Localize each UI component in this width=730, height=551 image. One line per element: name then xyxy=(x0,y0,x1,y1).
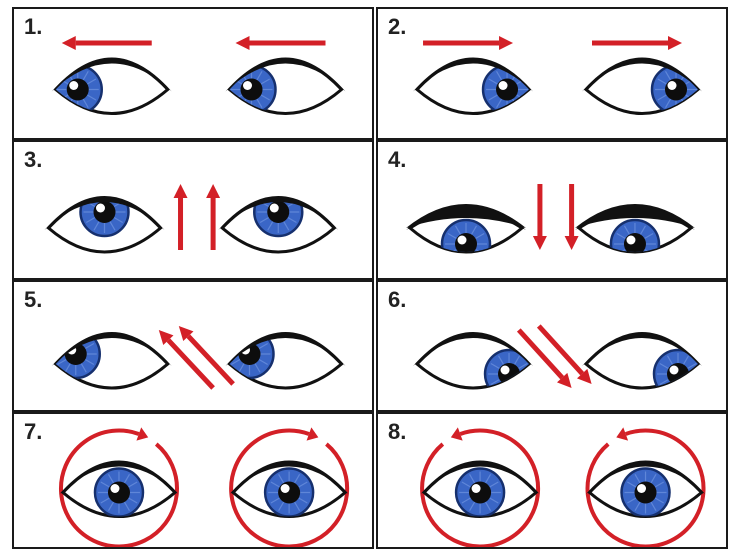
highlight xyxy=(96,204,105,213)
exercise-number: 2. xyxy=(388,16,406,38)
exercise-panel-6: 6. xyxy=(376,280,728,412)
pupil xyxy=(267,201,289,223)
exercise-number: 1. xyxy=(24,16,42,38)
exercise-panel-4: 4. xyxy=(376,140,728,280)
pupil xyxy=(241,79,263,101)
eye-icon xyxy=(582,58,702,114)
arrow-down-icon xyxy=(565,184,579,250)
eye-icon xyxy=(52,330,172,388)
exercise-number: 5. xyxy=(24,289,42,311)
exercise-illustration xyxy=(14,414,374,549)
arrow-down-icon xyxy=(533,184,547,250)
exercise-illustration xyxy=(14,142,374,280)
pupil xyxy=(108,482,130,504)
exercise-number: 6. xyxy=(388,289,406,311)
exercise-number: 4. xyxy=(388,149,406,171)
eye-icon xyxy=(582,332,702,398)
eye-icon xyxy=(218,188,338,252)
eye-icon xyxy=(229,461,349,517)
exercise-illustration xyxy=(14,9,374,140)
exercise-number: 7. xyxy=(24,421,42,443)
exercise-panel-7: 7. xyxy=(12,412,374,549)
highlight xyxy=(270,204,279,213)
highlight xyxy=(281,484,290,493)
exercise-illustration xyxy=(378,414,728,549)
exercise-illustration xyxy=(378,282,728,412)
highlight xyxy=(668,81,677,90)
exercise-panel-5: 5. xyxy=(12,280,374,412)
exercise-panel-2: 2. xyxy=(376,7,728,140)
arrow-diagonal-up-left-icon xyxy=(159,330,213,388)
arrow-right-icon xyxy=(423,36,513,50)
eye-icon xyxy=(226,330,346,388)
arrow-diagonal-down-right-icon xyxy=(519,330,572,388)
exercise-illustration xyxy=(378,142,728,280)
eye-icon xyxy=(52,58,172,114)
pupil xyxy=(94,201,116,223)
pupil xyxy=(635,482,657,504)
arrow-left-icon xyxy=(236,36,326,50)
pupil xyxy=(665,79,687,101)
arrow-up-icon xyxy=(206,184,220,250)
highlight xyxy=(69,81,78,90)
highlight xyxy=(499,81,508,90)
eye-icon xyxy=(45,188,165,252)
highlight xyxy=(458,236,467,245)
arrow-diagonal-up-left-icon xyxy=(179,326,233,384)
highlight xyxy=(472,484,481,493)
eye-icon xyxy=(413,332,533,398)
eye-icon xyxy=(413,58,533,114)
highlight xyxy=(637,484,646,493)
highlight xyxy=(670,366,679,375)
arrow-left-icon xyxy=(62,36,152,50)
eye-icon xyxy=(226,58,346,114)
exercise-illustration xyxy=(14,282,374,412)
eye-icon xyxy=(575,204,695,268)
eye-icon xyxy=(59,461,179,517)
exercise-number: 3. xyxy=(24,149,42,171)
highlight xyxy=(110,484,119,493)
highlight xyxy=(626,236,635,245)
arrow-up-icon xyxy=(174,184,188,250)
highlight xyxy=(501,366,510,375)
exercise-panel-1: 1. xyxy=(12,7,374,140)
eye-icon xyxy=(586,461,706,517)
pupil xyxy=(469,482,491,504)
arrow-right-icon xyxy=(592,36,682,50)
exercise-panel-3: 3. xyxy=(12,140,374,280)
pupil xyxy=(496,79,518,101)
pupil xyxy=(278,482,300,504)
exercise-illustration xyxy=(378,9,728,140)
eye-icon xyxy=(420,461,540,517)
highlight xyxy=(243,81,252,90)
pupil xyxy=(67,79,89,101)
eye-icon xyxy=(406,204,526,268)
exercise-number: 8. xyxy=(388,421,406,443)
exercise-panel-8: 8. xyxy=(376,412,728,549)
